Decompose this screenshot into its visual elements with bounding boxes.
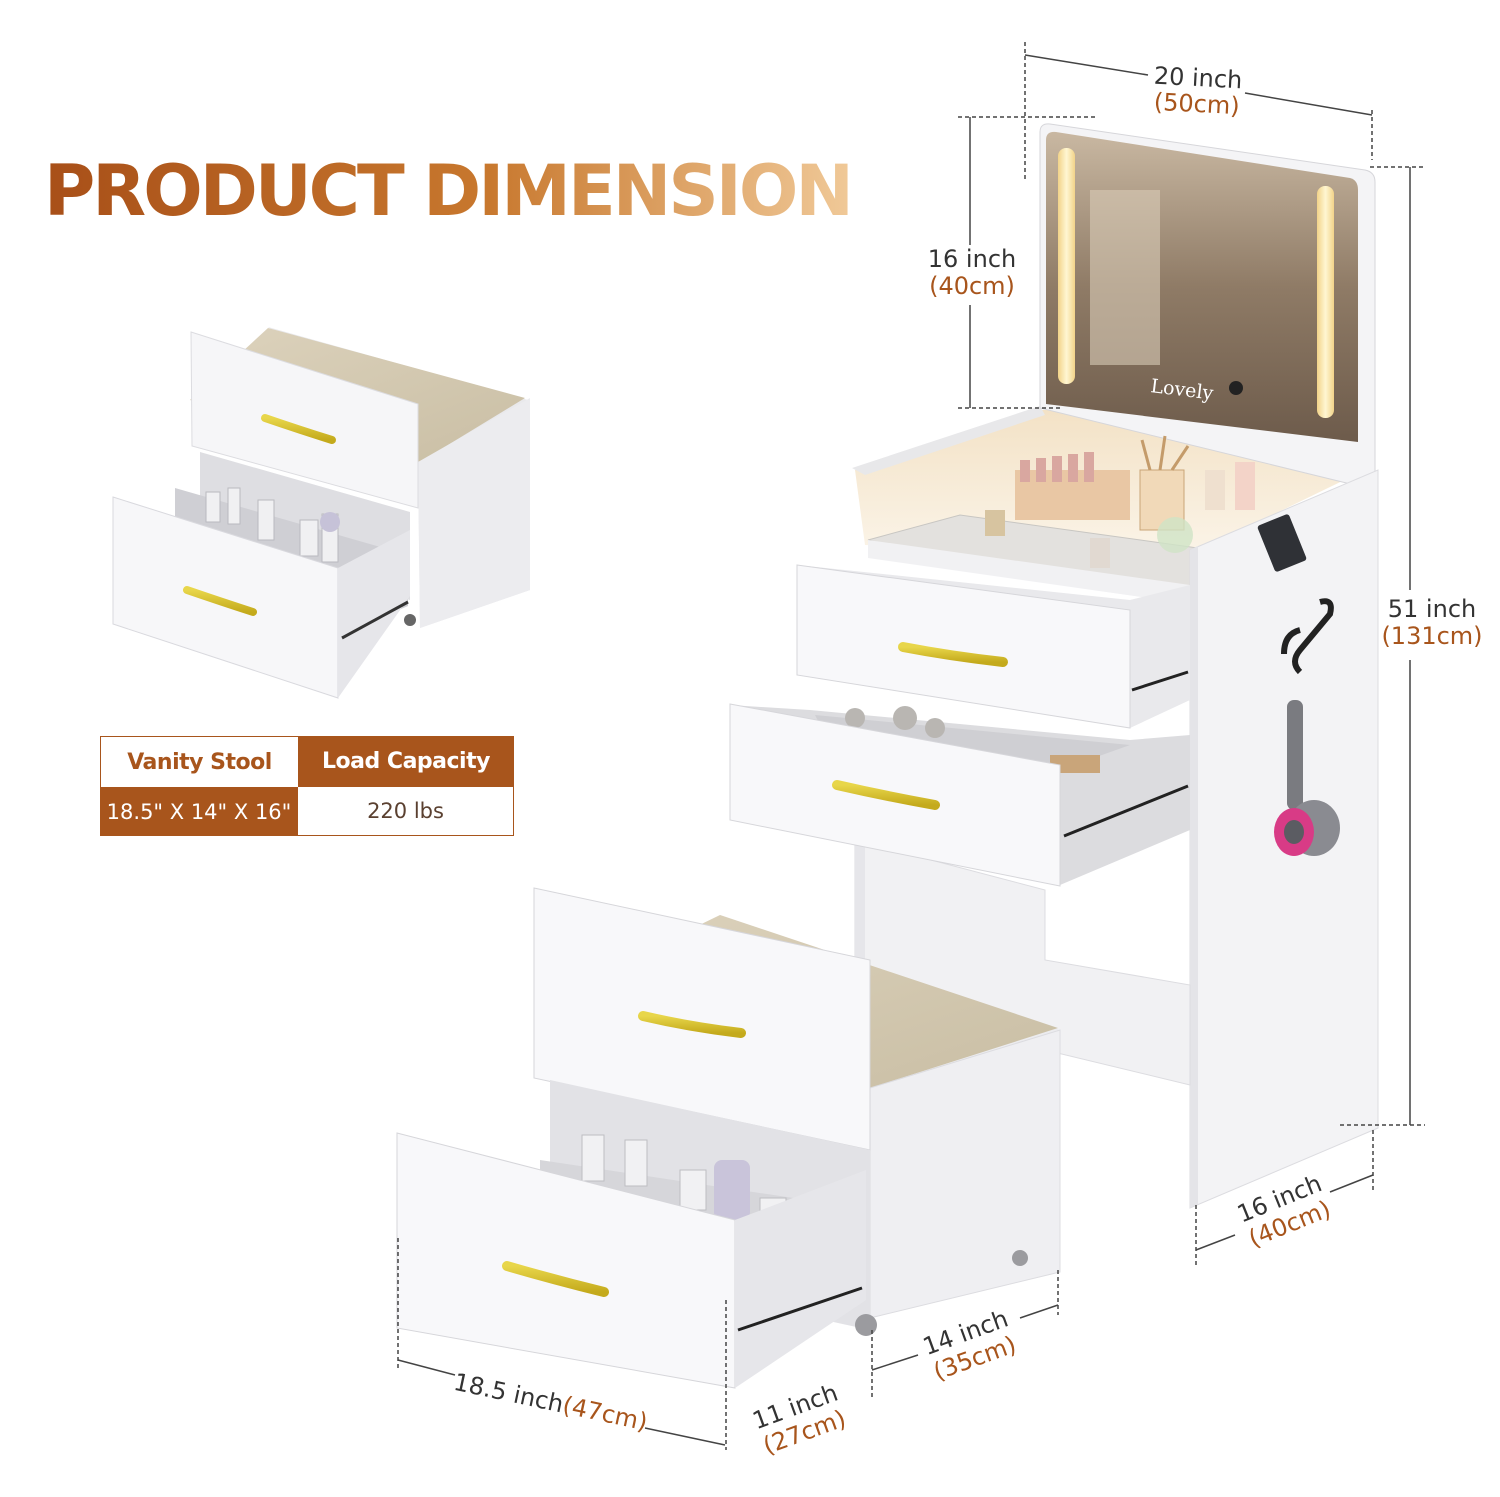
vanity-illustration: Lovely <box>729 123 1379 1209</box>
mirror-logo-text: Lovely <box>1149 375 1214 405</box>
large-stool-illustration <box>396 887 1061 1389</box>
page-title: PRODUCT DIMENSION <box>44 150 854 232</box>
hook-icon <box>1281 598 1334 675</box>
spec-header-stool: Vanity Stool <box>100 736 298 787</box>
dimension-labels: 20 inch (50cm) 16 inch (40cm) 51 inch (1… <box>451 62 1482 1460</box>
mirror-height-inch: 16 inch <box>928 245 1016 273</box>
stool-depth-cm: (35cm) <box>930 1330 1020 1386</box>
vanity-depth-cm: (40cm) <box>1245 1195 1335 1253</box>
spec-header-load: Load Capacity <box>298 736 514 787</box>
stool-width-inch: 18.5 inch <box>451 1368 566 1419</box>
dimension-lines <box>397 42 1425 1450</box>
small-stool-illustration <box>112 327 530 699</box>
spec-table: Vanity Stool Load Capacity 18.5" X 14" X… <box>100 736 514 836</box>
mirror-width-cm: (50cm) <box>1153 88 1240 120</box>
vanity-depth-inch: 16 inch <box>1233 1169 1326 1228</box>
stool-height-cm: (27cm) <box>759 1404 849 1460</box>
cosmetics-group <box>985 435 1255 568</box>
spec-value-load: 220 lbs <box>298 787 514 836</box>
total-height-inch: 51 inch <box>1388 595 1476 623</box>
spec-value-stool-size: 18.5" X 14" X 16" <box>100 787 298 836</box>
stool-width-cm: (47cm) <box>560 1391 650 1436</box>
total-height-cm: (131cm) <box>1381 622 1482 650</box>
hair-dryer-icon <box>1274 700 1340 856</box>
stool-height-inch: 11 inch <box>749 1379 842 1436</box>
mirror-height-cm: (40cm) <box>929 272 1015 300</box>
stool-depth-inch: 14 inch <box>919 1305 1012 1362</box>
stool-width-label: 18.5 inch(47cm) <box>451 1368 650 1436</box>
mirror-width-inch: 20 inch <box>1153 62 1243 95</box>
